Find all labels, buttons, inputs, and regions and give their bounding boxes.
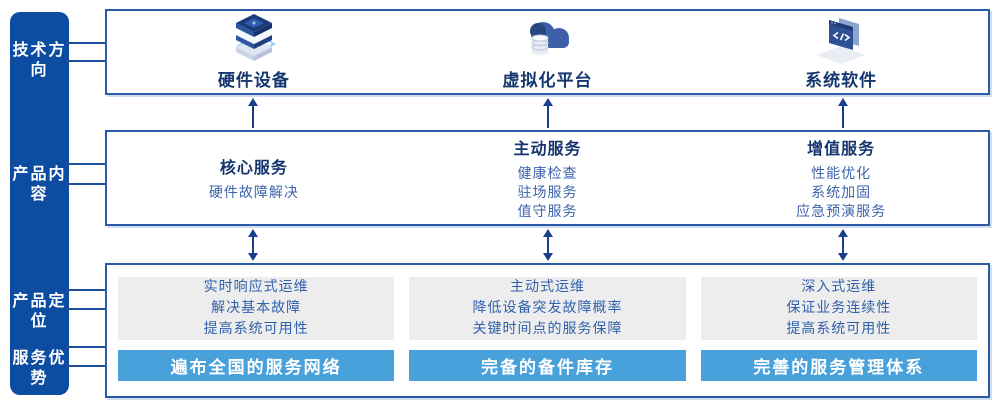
- positioning-point: 深入式运维: [801, 279, 877, 295]
- tech-cell-virtualization: 虚拟化平台: [401, 11, 695, 93]
- connector-line: [66, 42, 106, 44]
- positioning-panel: 主动式运维 降低设备突发故障概率 关键时间点的服务保障: [409, 277, 686, 340]
- connector-line: [66, 365, 106, 367]
- connector-line: [66, 163, 106, 165]
- service-col-core: 核心服务 硬件故障解决: [107, 132, 401, 224]
- connector-line: [66, 308, 106, 310]
- connector-line: [66, 60, 106, 62]
- arrow-updown-icon: [247, 229, 259, 261]
- service-item: 健康检查: [517, 165, 578, 182]
- service-title: 核心服务: [219, 157, 288, 177]
- arrow-updown-icon: [542, 229, 554, 261]
- arrow-up-icon: [837, 98, 849, 128]
- advantage-bar: 遍布全国的服务网络: [118, 350, 395, 381]
- product-content-box: 核心服务 硬件故障解决 主动服务 健康检查 驻场服务 值守服务 增值服务 性能优…: [105, 130, 990, 226]
- positioning-point: 实时响应式运维: [203, 279, 309, 295]
- positioning-col-proactive: 主动式运维 降低设备突发故障概率 关键时间点的服务保障 完备的备件库存: [409, 277, 686, 381]
- left-rail: 技术方向 产品内容 产品定位 服务优势: [10, 12, 69, 395]
- service-item: 硬件故障解决: [208, 184, 299, 201]
- service-item: 性能优化: [811, 165, 872, 182]
- positioning-point: 降低设备突发故障概率: [472, 300, 623, 316]
- service-col-value-added: 增值服务 性能优化 系统加固 应急预演服务: [694, 132, 988, 224]
- service-title: 增值服务: [807, 138, 876, 158]
- service-title: 主动服务: [513, 138, 582, 158]
- tech-label-virtualization: 虚拟化平台: [502, 71, 593, 91]
- tech-direction-box: 硬件设备 虚拟化平台: [105, 9, 990, 95]
- tech-cell-hardware: 硬件设备: [107, 11, 401, 93]
- service-item: 驻场服务: [517, 184, 578, 201]
- server-stack-icon: [227, 13, 281, 65]
- cloud-database-icon: [521, 13, 575, 65]
- positioning-panel: 深入式运维 保证业务连续性 提高系统可用性: [700, 277, 977, 340]
- rail-label-tech-direction: 技术方向: [12, 40, 67, 79]
- positioning-point: 主动式运维: [509, 279, 585, 295]
- positioning-col-deep: 深入式运维 保证业务连续性 提高系统可用性 完善的服务管理体系: [700, 277, 977, 381]
- connector-line: [66, 289, 106, 291]
- positioning-advantage-box: 实时响应式运维 解决基本故障 提高系统可用性 遍布全国的服务网络 主动式运维 降…: [105, 263, 990, 398]
- connector-line: [66, 183, 106, 185]
- tech-cell-software: 系统软件: [694, 11, 988, 93]
- positioning-col-realtime: 实时响应式运维 解决基本故障 提高系统可用性 遍布全国的服务网络: [118, 277, 395, 381]
- positioning-point: 保证业务连续性: [786, 300, 892, 316]
- rail-label-product-content: 产品内容: [12, 164, 67, 203]
- positioning-point: 提高系统可用性: [786, 321, 892, 337]
- service-item: 值守服务: [517, 203, 578, 220]
- rail-label-service-advantage: 服务优势: [12, 348, 67, 387]
- positioning-point: 提高系统可用性: [203, 321, 309, 337]
- code-window-icon: [814, 13, 868, 65]
- tech-label-hardware: 硬件设备: [217, 71, 290, 91]
- connector-line: [66, 346, 106, 348]
- advantage-bar: 完善的服务管理体系: [700, 350, 977, 381]
- rail-label-product-position: 产品定位: [12, 291, 67, 330]
- arrow-updown-icon: [837, 229, 849, 261]
- tech-label-software: 系统软件: [805, 71, 878, 91]
- service-item: 系统加固: [811, 184, 872, 201]
- positioning-point: 解决基本故障: [211, 300, 302, 316]
- arrow-up-icon: [542, 98, 554, 128]
- positioning-point: 关键时间点的服务保障: [472, 321, 623, 337]
- service-item: 应急预演服务: [796, 203, 887, 220]
- service-col-proactive: 主动服务 健康检查 驻场服务 值守服务: [401, 132, 695, 224]
- arrow-up-icon: [247, 98, 259, 128]
- positioning-panel: 实时响应式运维 解决基本故障 提高系统可用性: [118, 277, 395, 340]
- advantage-bar: 完备的备件库存: [409, 350, 686, 381]
